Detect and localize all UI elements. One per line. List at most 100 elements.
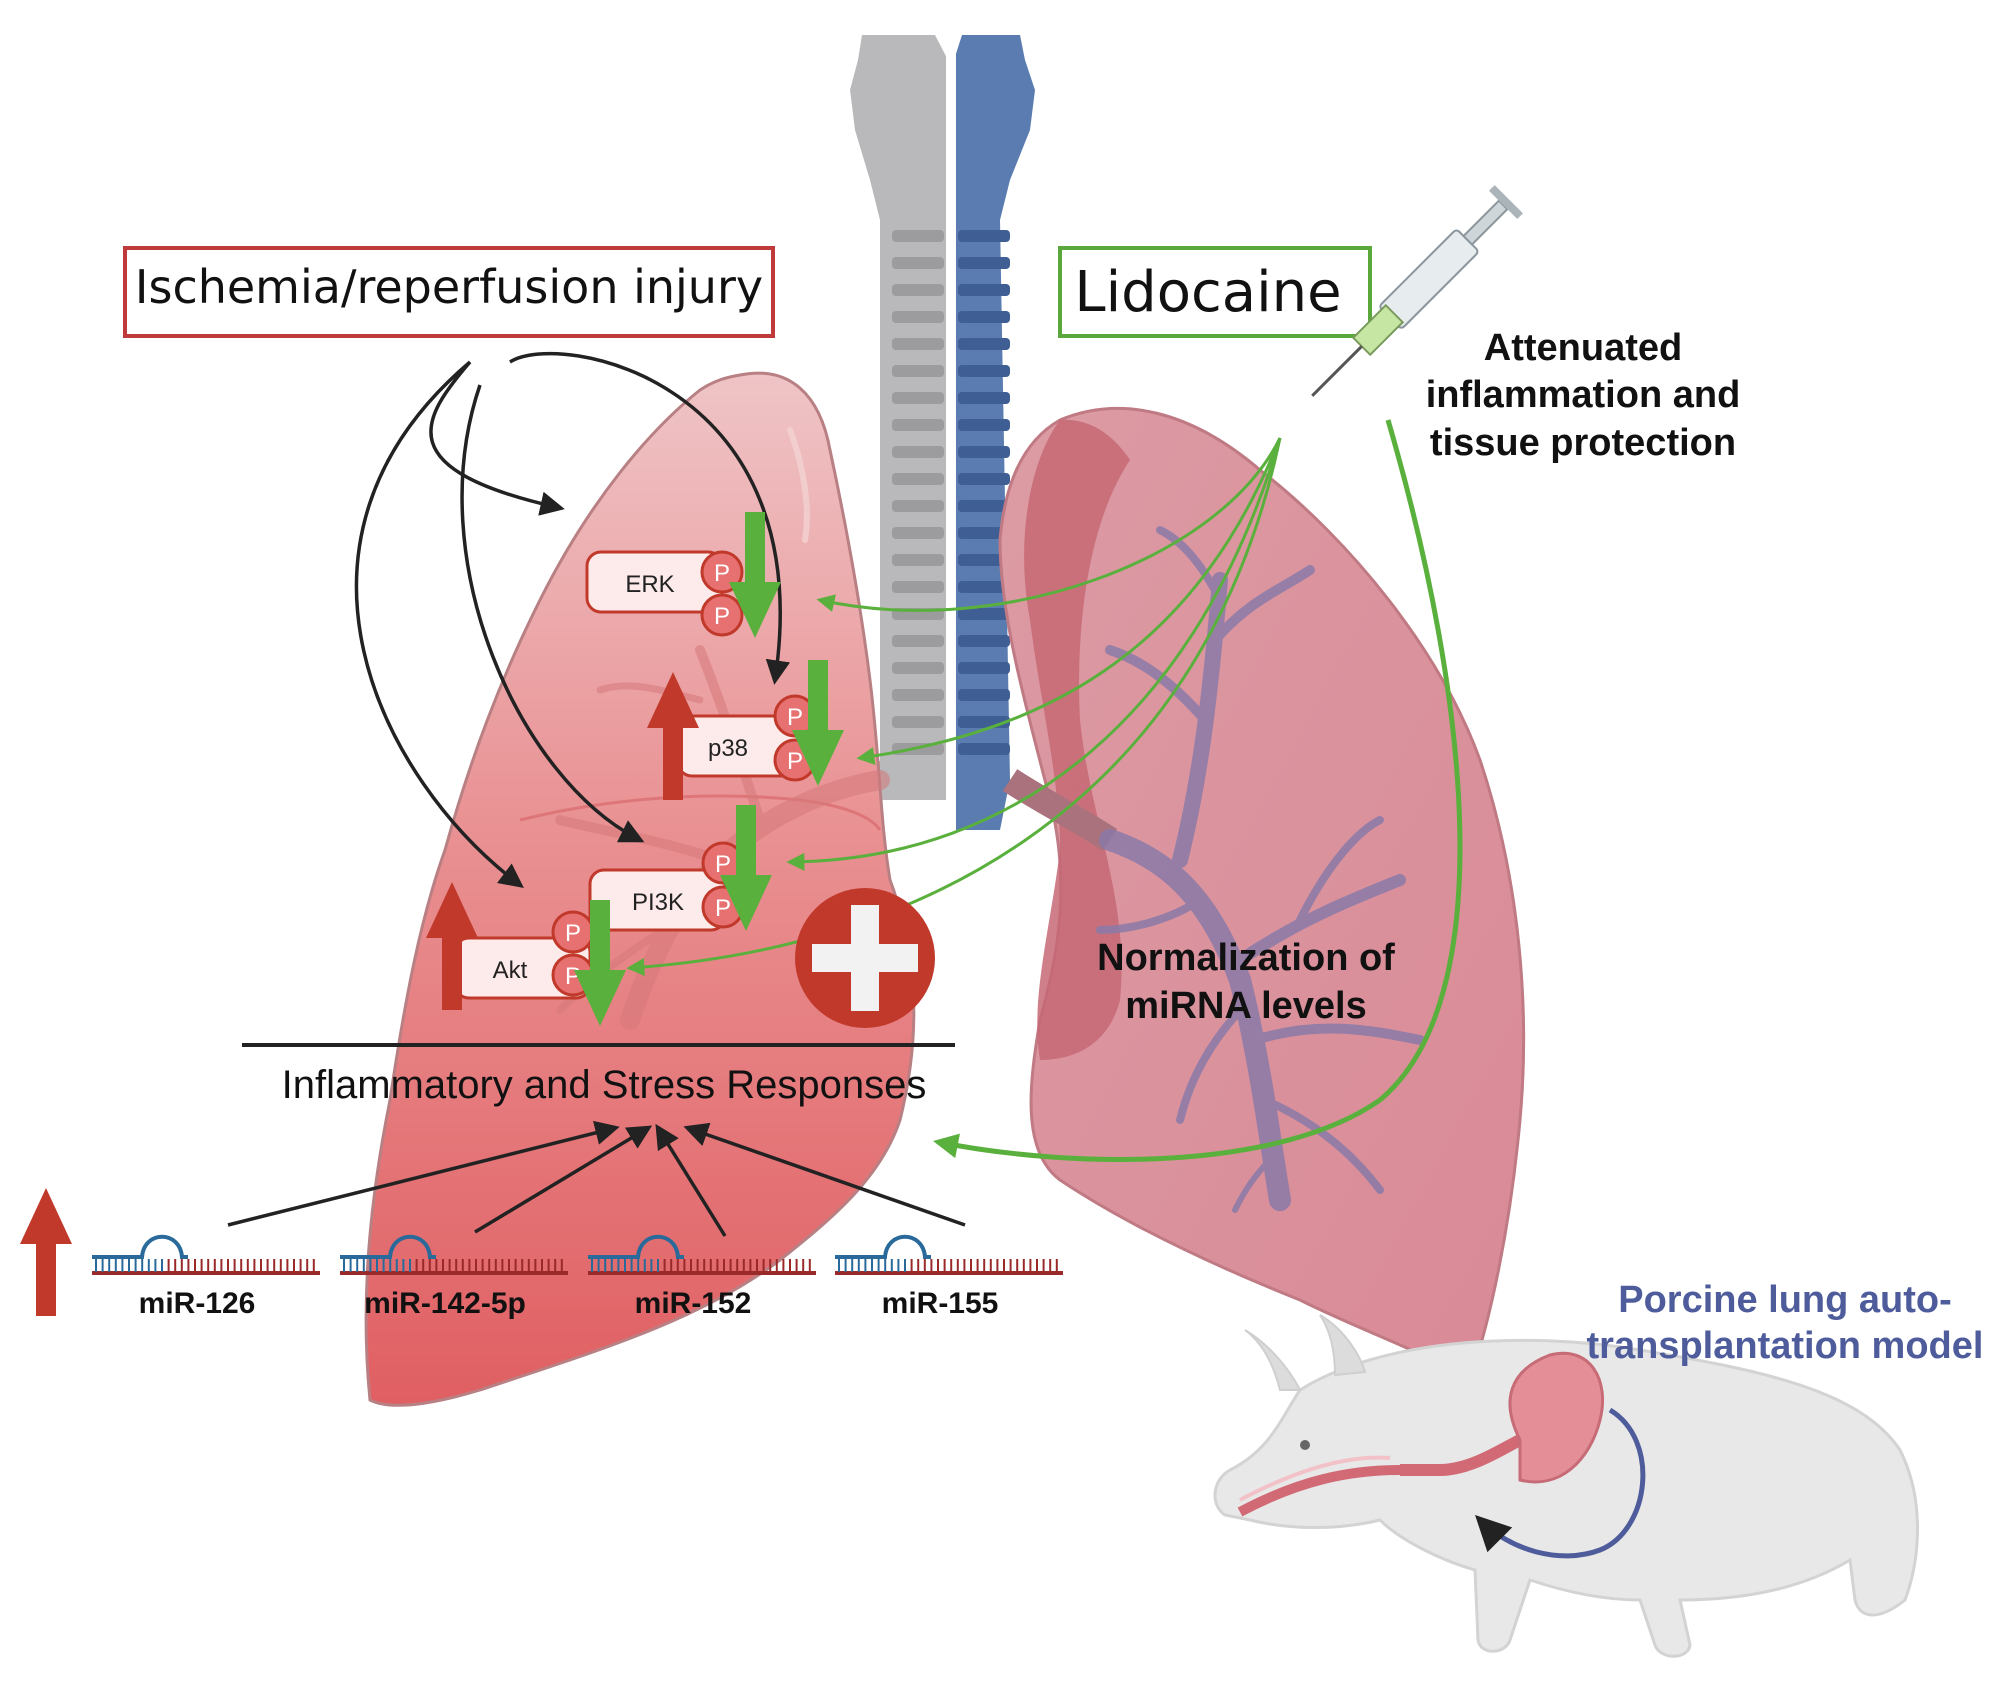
trachea-ring-left xyxy=(892,419,944,431)
rotation-arrow-icon xyxy=(1475,1407,1646,1559)
phospho-akt-2-label: P xyxy=(565,963,581,990)
trachea-ring-right xyxy=(958,311,1010,323)
trachea-ring-left xyxy=(892,365,944,377)
mirna-arrow-1 xyxy=(227,1120,620,1227)
phospho-groups: P P P P P P P P xyxy=(551,550,817,997)
model-line-1: Porcine lung auto- xyxy=(1618,1279,1952,1321)
down-arrows xyxy=(574,512,844,1026)
mirna-hairpin xyxy=(340,1234,436,1259)
trachea-ring-right xyxy=(958,743,1010,755)
up-arrow-akt xyxy=(426,882,478,1010)
pig-illustration xyxy=(1213,1314,1919,1658)
mirna-item: miR-126 xyxy=(92,1234,320,1320)
normalization-line-2: miRNA levels xyxy=(1125,985,1366,1027)
mirna-item: miR-155 xyxy=(835,1234,1063,1320)
phospho-erk-1-label: P xyxy=(714,560,730,587)
syringe-icon xyxy=(1311,185,1523,397)
phospho-pi3k-2-label: P xyxy=(715,895,731,922)
mirna-list: miR-126 miR-142-5p miR-152 miR-155 xyxy=(92,1234,1063,1320)
mirna-hairpin xyxy=(835,1234,931,1259)
mirna-item: miR-142-5p xyxy=(340,1234,568,1320)
arrow-to-erk xyxy=(429,360,565,516)
arrow-to-akt xyxy=(354,360,524,888)
trachea-ring-right xyxy=(958,284,1010,296)
phospho-erk-2: P xyxy=(700,593,744,637)
protein-erk: ERK xyxy=(585,550,724,614)
mirna-arrows xyxy=(227,1120,966,1237)
normalization-arrow xyxy=(933,419,1463,1162)
trachea-ring-left xyxy=(892,446,944,458)
green-arrow-erk xyxy=(816,437,1282,612)
trachea-ring-right xyxy=(958,662,1010,674)
trachea-ring-left xyxy=(892,257,944,269)
pi3k-label: PI3K xyxy=(632,889,684,916)
trachea-ring-left xyxy=(892,716,944,728)
mirna-hairpin xyxy=(588,1234,684,1259)
green-arrow-p38 xyxy=(856,437,1282,765)
trachea-ring-right xyxy=(958,257,1010,269)
injury-box-border xyxy=(123,246,775,338)
trachea-ring-right xyxy=(958,635,1010,647)
normalization-line-1: Normalization of xyxy=(1097,937,1395,979)
normalization-label: Normalization of miRNA levels xyxy=(1097,937,1395,1027)
pig-lung xyxy=(1508,1351,1605,1484)
trachea-ring-right xyxy=(958,446,1010,458)
mirna-arrow-4 xyxy=(683,1122,966,1227)
model-label: Porcine lung auto- transplantation model xyxy=(1587,1279,1984,1367)
trachea-ring-left xyxy=(892,527,944,539)
mirna-arrow-2 xyxy=(474,1125,653,1234)
trachea-ring-right xyxy=(958,392,1010,404)
up-arrow-mirna xyxy=(20,1188,72,1316)
outcome-label: Attenuated inflammation and tissue prote… xyxy=(1426,327,1741,464)
protein-pi3k: PI3K xyxy=(588,868,727,932)
trachea-ring-right xyxy=(958,419,1010,431)
trachea-rings xyxy=(892,230,1010,755)
outcome-line-3: tissue protection xyxy=(1430,422,1736,464)
responses-label: Inflammatory and Stress Responses xyxy=(282,1063,927,1107)
trachea-ring-left xyxy=(892,311,944,323)
phospho-akt-1-label: P xyxy=(565,920,581,947)
arrow-to-p38 xyxy=(509,351,791,685)
lidocaine-box-border xyxy=(1058,246,1372,338)
up-arrows xyxy=(20,672,699,1316)
trachea-ring-right xyxy=(958,365,1010,377)
mirna-arrow-3 xyxy=(655,1123,727,1237)
injury-label: Ischemia/reperfusion injury xyxy=(135,260,763,314)
healthy-lung xyxy=(998,406,1526,1383)
phospho-akt-1: P xyxy=(551,910,595,954)
trachea-ring-right xyxy=(958,230,1010,242)
model-line-2: transplantation model xyxy=(1587,1325,1984,1367)
mirna-item: miR-152 xyxy=(588,1234,816,1320)
trachea-ring-left xyxy=(892,392,944,404)
trachea-ring-left xyxy=(892,662,944,674)
mirna-label: miR-142-5p xyxy=(364,1287,526,1320)
trachea-ring-right xyxy=(958,473,1010,485)
akt-label: Akt xyxy=(493,957,528,984)
injury-arrows xyxy=(354,351,791,888)
trachea xyxy=(850,35,1035,830)
erk-label: ERK xyxy=(625,571,674,598)
green-arrow-pi3k xyxy=(786,437,1282,871)
mirna-hairpin xyxy=(92,1234,188,1259)
trachea-ring-left xyxy=(892,473,944,485)
trachea-ring-right xyxy=(958,554,1010,566)
up-arrow-p38 xyxy=(647,672,699,800)
outcome-line-1: Attenuated xyxy=(1484,327,1682,369)
lidocaine-arrows xyxy=(626,437,1282,977)
mirna-label: miR-155 xyxy=(882,1287,999,1320)
trachea-ring-left xyxy=(892,554,944,566)
trachea-ring-left xyxy=(892,338,944,350)
mirna-label: miR-126 xyxy=(139,1287,256,1320)
trachea-ring-right xyxy=(958,500,1010,512)
down-arrow-pi3k xyxy=(720,805,772,931)
injury-box: Ischemia/reperfusion injury xyxy=(123,246,775,338)
trachea-ring-right xyxy=(958,527,1010,539)
phospho-p38-2-label: P xyxy=(787,748,803,775)
down-arrow-akt xyxy=(574,900,626,1026)
lidocaine-box: Lidocaine xyxy=(1058,246,1372,338)
p38-label: p38 xyxy=(708,735,748,762)
mirna-label: miR-152 xyxy=(635,1287,752,1320)
trachea-ring-left xyxy=(892,689,944,701)
